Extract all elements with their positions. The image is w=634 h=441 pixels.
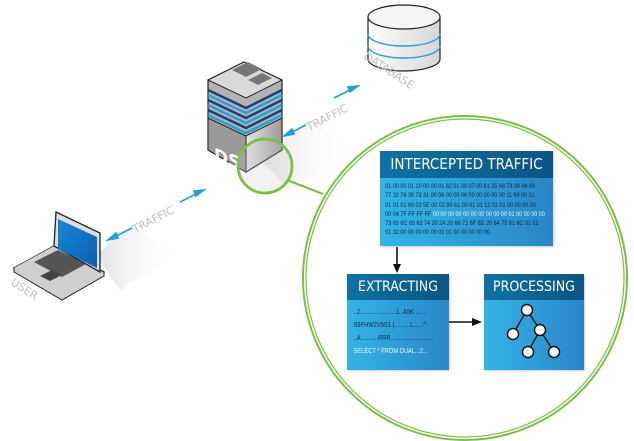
processing-panel: PROCESSING — [484, 274, 584, 370]
hex-line: 01 32 00 00 00 00 00 01 01 00 00 00 00 0… — [385, 229, 490, 237]
hex-line: 77 32 76 39 73 31 00 56 00 00 06 00 00 0… — [385, 192, 535, 200]
laptop-shadow — [96, 225, 180, 290]
zoom-lens-small — [236, 137, 294, 195]
intercepted-traffic-title: INTERCEPTED TRAFFIC — [380, 151, 553, 178]
hex-line: 01 01 01 69 03 5E 00 02 80 61 00 01 01 1… — [385, 201, 536, 209]
extracted-line: ..A...........RRR.......................… — [353, 335, 434, 342]
flow-arrow-right — [449, 318, 482, 326]
traffic-arrow-user-server — [105, 188, 207, 242]
intercepted-traffic-panel: INTERCEPTED TRAFFIC 01 00 00 01 10 00 00… — [380, 151, 553, 246]
traffic-label-1: TRAFFIC — [130, 204, 177, 237]
extracted-line: ..2.......................L..A5K....... — [353, 309, 426, 316]
hex-highlight: 00 00 00 00 00 00 00 00 00 00 01 00 00 0… — [432, 210, 545, 218]
zoom-connector — [286, 178, 324, 196]
laptop-icon — [12, 210, 106, 301]
database-icon — [367, 4, 441, 72]
zoom-lens-large-inner — [305, 118, 625, 438]
extracted-line: S9FHW2V9S1.(..........L......^ — [353, 322, 426, 329]
server-icon: DS — [206, 61, 284, 174]
flow-arrow-down — [393, 247, 401, 273]
extracting-title: EXTRACTING — [347, 274, 449, 300]
traffic-label-2: TRAFFIC — [304, 102, 351, 135]
extracted-strings: ..2.......................L..A5K....... … — [347, 300, 434, 364]
hex-line: 01 00 00 01 10 00 00 01 62 01 00 07 00 6… — [385, 183, 536, 190]
extracting-panel: EXTRACTING ..2.......................L..… — [347, 274, 449, 370]
hex-dump: 01 00 00 01 10 00 00 01 62 01 00 07 00 6… — [380, 178, 545, 242]
processing-title: PROCESSING — [484, 274, 584, 300]
hex-line: 00 04 7F FF FF FF 00 00 00 00 00 00 00 0… — [385, 210, 545, 218]
hex-line: 73 65 6C 65 63 74 20 2A 20 66 72 6F 6D 2… — [385, 220, 539, 228]
traffic-arrow-server-database — [281, 84, 361, 138]
tree-diagram-icon — [506, 303, 561, 359]
extracted-line: SELECT * FROM DUAL...2... — [353, 348, 428, 355]
